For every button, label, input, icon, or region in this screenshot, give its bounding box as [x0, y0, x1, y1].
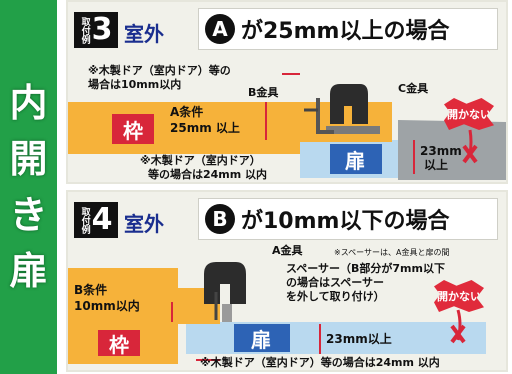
condition-heading: B が10mm以下の場合	[198, 198, 498, 240]
example-number-tag: 取付例 4	[74, 202, 118, 238]
lock-body-icon	[204, 262, 246, 304]
condition-b-label: B条件	[74, 283, 108, 297]
door-clearance: 23mm以上	[326, 332, 392, 346]
example-4-diagram	[171, 262, 466, 361]
condition-heading: A が25mm以上の場合	[198, 8, 498, 50]
spacer-line1: スペーサー（B部分が7mm以下	[286, 262, 445, 275]
c-bracket-plate	[326, 126, 380, 134]
example-number-tag: 取付例 3	[74, 12, 118, 48]
c-bracket-label: C金具	[398, 82, 429, 95]
example-4-panel: 取付例 4 室外 B が10mm以下の場合 A金具 ※スペーサーは、A金具と扉の…	[66, 190, 508, 372]
sidebar-char: 扉	[9, 249, 48, 293]
wood-door-note-top-line2: 場合は10mm以内	[88, 78, 182, 91]
frame-edge	[300, 102, 392, 142]
wood-door-note-bottom-line1: ※木製ドア（室内ドア）	[140, 154, 261, 167]
spacer-line2: の場合はスペーサー	[286, 276, 385, 289]
location-label: 室外	[124, 212, 164, 236]
heading-text: が25mm以上の場合	[241, 19, 450, 44]
spacer-icon	[222, 304, 232, 322]
door-label: 扉	[234, 324, 290, 352]
example-tag-word: 取付例	[79, 206, 90, 234]
no-open-badge: 開かない	[444, 98, 494, 130]
sidebar-char: 内	[9, 81, 48, 125]
frame-label: 枠	[98, 330, 140, 357]
condition-a-value: 25mm 以上	[170, 121, 240, 135]
example-tag-word: 取付例	[79, 16, 90, 44]
door-label: 扉	[330, 144, 382, 174]
frame-area	[68, 102, 300, 154]
spacer-line3: を外して取り付け）	[286, 290, 385, 303]
no-open-badge: 開かない	[434, 280, 484, 312]
heading-text: が10mm以下の場合	[241, 209, 450, 234]
spacer-note: ※スペーサーは、A金具と扉の間	[334, 248, 450, 257]
example-tag-number: 4	[91, 202, 113, 237]
condition-b-badge-icon: B	[205, 204, 235, 234]
swing-arrow-icon	[468, 129, 473, 155]
condition-a-badge-icon: A	[205, 14, 235, 44]
sidebar-title: 内 開 き 扉	[0, 0, 60, 374]
a-bracket-label: A金具	[272, 244, 303, 257]
door-clearance-line1: 23mm	[420, 144, 462, 158]
b-bracket-label: B金具	[248, 86, 279, 99]
wood-door-note-bottom-line2: 等の場合は24mm 以内	[148, 168, 268, 181]
location-label: 室外	[124, 22, 164, 46]
lock-body-icon	[330, 84, 368, 124]
sidebar-char: き	[9, 193, 48, 237]
wood-door-note-bottom: ※木製ドア（室内ドア）等の場合は24mm 以内	[200, 356, 440, 369]
condition-a-label: A条件	[170, 105, 204, 119]
swing-arrow-icon	[456, 309, 462, 341]
example-3-panel: 取付例 3 室外 A が25mm以上の場合 ※木製ドア（室内ドア）等の 場合は1…	[66, 0, 508, 184]
condition-b-value: 10mm以内	[74, 299, 140, 313]
example-3-diagram	[265, 73, 506, 180]
wall-shape	[398, 120, 506, 180]
wood-door-note-top-line1: ※木製ドア（室内ドア）等の	[88, 64, 231, 77]
door-clearance-line2: 以上	[424, 158, 449, 172]
frame-label: 枠	[112, 114, 154, 144]
sidebar-char: 開	[9, 137, 48, 181]
example-tag-number: 3	[91, 12, 113, 47]
